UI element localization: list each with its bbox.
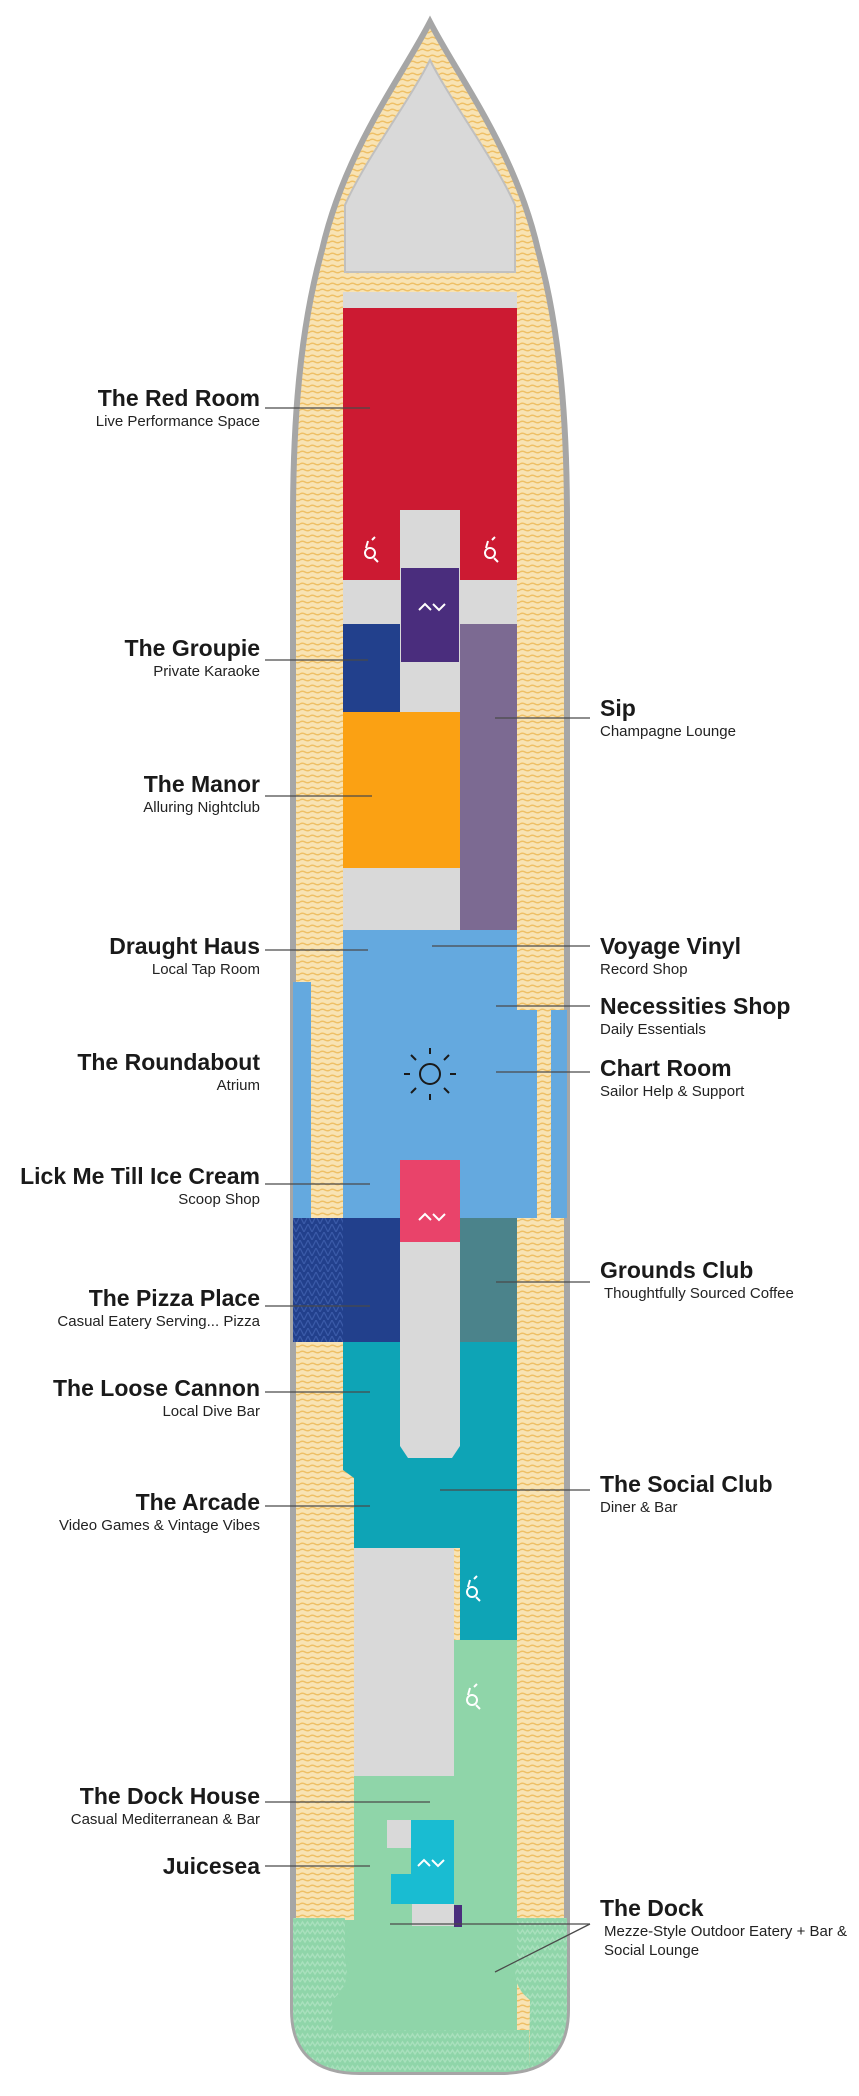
- label-title: Sip: [600, 695, 636, 721]
- ice-cream-area: [400, 1160, 460, 1242]
- juicesea-gray-2: [412, 1904, 454, 1926]
- label-social-club[interactable]: The Social Club Diner & Bar: [600, 1470, 773, 1517]
- label-sip[interactable]: Sip Champagne Lounge: [600, 694, 736, 741]
- label-subtitle: Local Tap Room: [151, 961, 260, 978]
- label-title: The Loose Cannon: [53, 1375, 260, 1401]
- manor-gray: [343, 868, 460, 930]
- label-subtitle: Local Dive Bar: [162, 1403, 260, 1420]
- label-subtitle: Casual Mediterranean & Bar: [70, 1811, 260, 1828]
- label-subtitle: Private Karaoke: [153, 663, 260, 680]
- label-title: The Roundabout: [77, 1049, 260, 1075]
- label-subtitle: Sailor Help & Support: [600, 1083, 745, 1100]
- label-subtitle: Daily Essentials: [600, 1021, 706, 1038]
- accessible-icon: [484, 536, 499, 563]
- leader-dock-b: [494, 1923, 591, 1973]
- label-title: Chart Room: [600, 1055, 732, 1081]
- label-title: Necessities Shop: [600, 993, 791, 1019]
- label-manor[interactable]: The Manor Alluring Nightclub: [143, 770, 260, 817]
- label-pizza-place[interactable]: The Pizza Place Casual Eatery Serving...…: [57, 1284, 260, 1331]
- label-juicesea[interactable]: Juicesea: [163, 1852, 260, 1880]
- accessible-icon: [466, 1683, 481, 1710]
- pizza-area: [343, 1218, 400, 1342]
- label-subtitle: Mezze-Style Outdoor Eatery + Bar & Socia…: [604, 1923, 848, 1959]
- label-subtitle: Live Performance Space: [95, 413, 260, 430]
- elevator-core: [401, 568, 459, 662]
- label-title: The Social Club: [600, 1471, 773, 1497]
- groupie-area: [343, 624, 400, 712]
- elevator-icon: [418, 1212, 446, 1222]
- label-grounds-club[interactable]: Grounds Club Thoughtfully Sourced Coffee: [600, 1256, 794, 1303]
- label-red-room[interactable]: The Red Room Live Performance Space: [96, 384, 260, 431]
- label-title: Lick Me Till Ice Cream: [20, 1163, 260, 1189]
- bow-strip: [343, 292, 517, 308]
- label-title: The Manor: [143, 771, 260, 797]
- bow-forward-area: [344, 57, 516, 273]
- label-title: The Red Room: [97, 385, 260, 411]
- sip-area: [460, 624, 517, 930]
- label-the-dock[interactable]: The Dock Mezze-Style Outdoor Eatery + Ba…: [600, 1894, 850, 1960]
- label-title: The Groupie: [124, 635, 260, 661]
- dock-pattern-bottom: [333, 2030, 529, 2072]
- label-subtitle: Diner & Bar: [600, 1499, 678, 1516]
- dock-pattern-area: [293, 1918, 347, 2072]
- elevator-icon: [417, 1858, 445, 1868]
- label-arcade[interactable]: The Arcade Video Games & Vintage Vibes: [59, 1488, 260, 1535]
- elevator-icon: [418, 602, 446, 612]
- label-title: Juicesea: [162, 1853, 260, 1879]
- label-title: The Pizza Place: [88, 1285, 260, 1311]
- label-subtitle: Video Games & Vintage Vibes: [59, 1517, 260, 1534]
- accessible-icon: [466, 1575, 481, 1602]
- label-loose-cannon[interactable]: The Loose Cannon Local Dive Bar: [53, 1374, 260, 1421]
- label-dock-house[interactable]: The Dock House Casual Mediterranean & Ba…: [71, 1782, 260, 1829]
- dock-pattern-area-right: [515, 1918, 567, 2072]
- label-ice-cream[interactable]: Lick Me Till Ice Cream Scoop Shop: [20, 1162, 260, 1209]
- grounds-club-area: [460, 1218, 517, 1342]
- label-groupie[interactable]: The Groupie Private Karaoke: [125, 634, 260, 681]
- label-necessities[interactable]: Necessities Shop Daily Essentials: [600, 992, 790, 1039]
- teal-core: [400, 1342, 460, 1458]
- label-title: Voyage Vinyl: [600, 933, 742, 959]
- label-roundabout[interactable]: The Roundabout Atrium: [77, 1048, 260, 1095]
- label-subtitle: Atrium: [216, 1077, 260, 1094]
- accessible-icon: [364, 536, 379, 563]
- label-subtitle: Scoop Shop: [178, 1191, 260, 1208]
- atrium-right-wing: [517, 1010, 537, 1218]
- arcade-gray-area: [354, 1548, 454, 1776]
- teal-area: [343, 1342, 517, 1640]
- label-chart-room[interactable]: Chart Room Sailor Help & Support: [600, 1054, 744, 1101]
- label-subtitle: Casual Eatery Serving... Pizza: [57, 1313, 260, 1330]
- juicesea-marker: [454, 1905, 462, 1927]
- label-title: The Dock: [600, 1895, 704, 1921]
- label-subtitle: Champagne Lounge: [600, 723, 736, 740]
- mint-area: [293, 1640, 517, 2072]
- label-draught-haus[interactable]: Draught Haus Local Tap Room: [109, 932, 260, 979]
- pizza-pattern-area: [293, 1218, 343, 1342]
- pizza-core: [400, 1242, 460, 1342]
- atrium-right-side: [551, 1010, 567, 1218]
- label-title: The Dock House: [79, 1783, 260, 1809]
- manor-area: [343, 712, 460, 868]
- label-subtitle: Alluring Nightclub: [143, 799, 260, 816]
- atrium-left-side: [293, 982, 311, 1218]
- label-subtitle: Record Shop: [600, 961, 688, 978]
- label-subtitle: Thoughtfully Sourced Coffee: [604, 1285, 794, 1302]
- label-title: Grounds Club: [600, 1257, 754, 1283]
- label-voyage-vinyl[interactable]: Voyage Vinyl Record Shop: [600, 932, 741, 979]
- label-title: The Arcade: [135, 1489, 260, 1515]
- juicesea-gray: [387, 1820, 411, 1848]
- label-title: Draught Haus: [109, 933, 260, 959]
- compass-icon: [404, 1048, 456, 1100]
